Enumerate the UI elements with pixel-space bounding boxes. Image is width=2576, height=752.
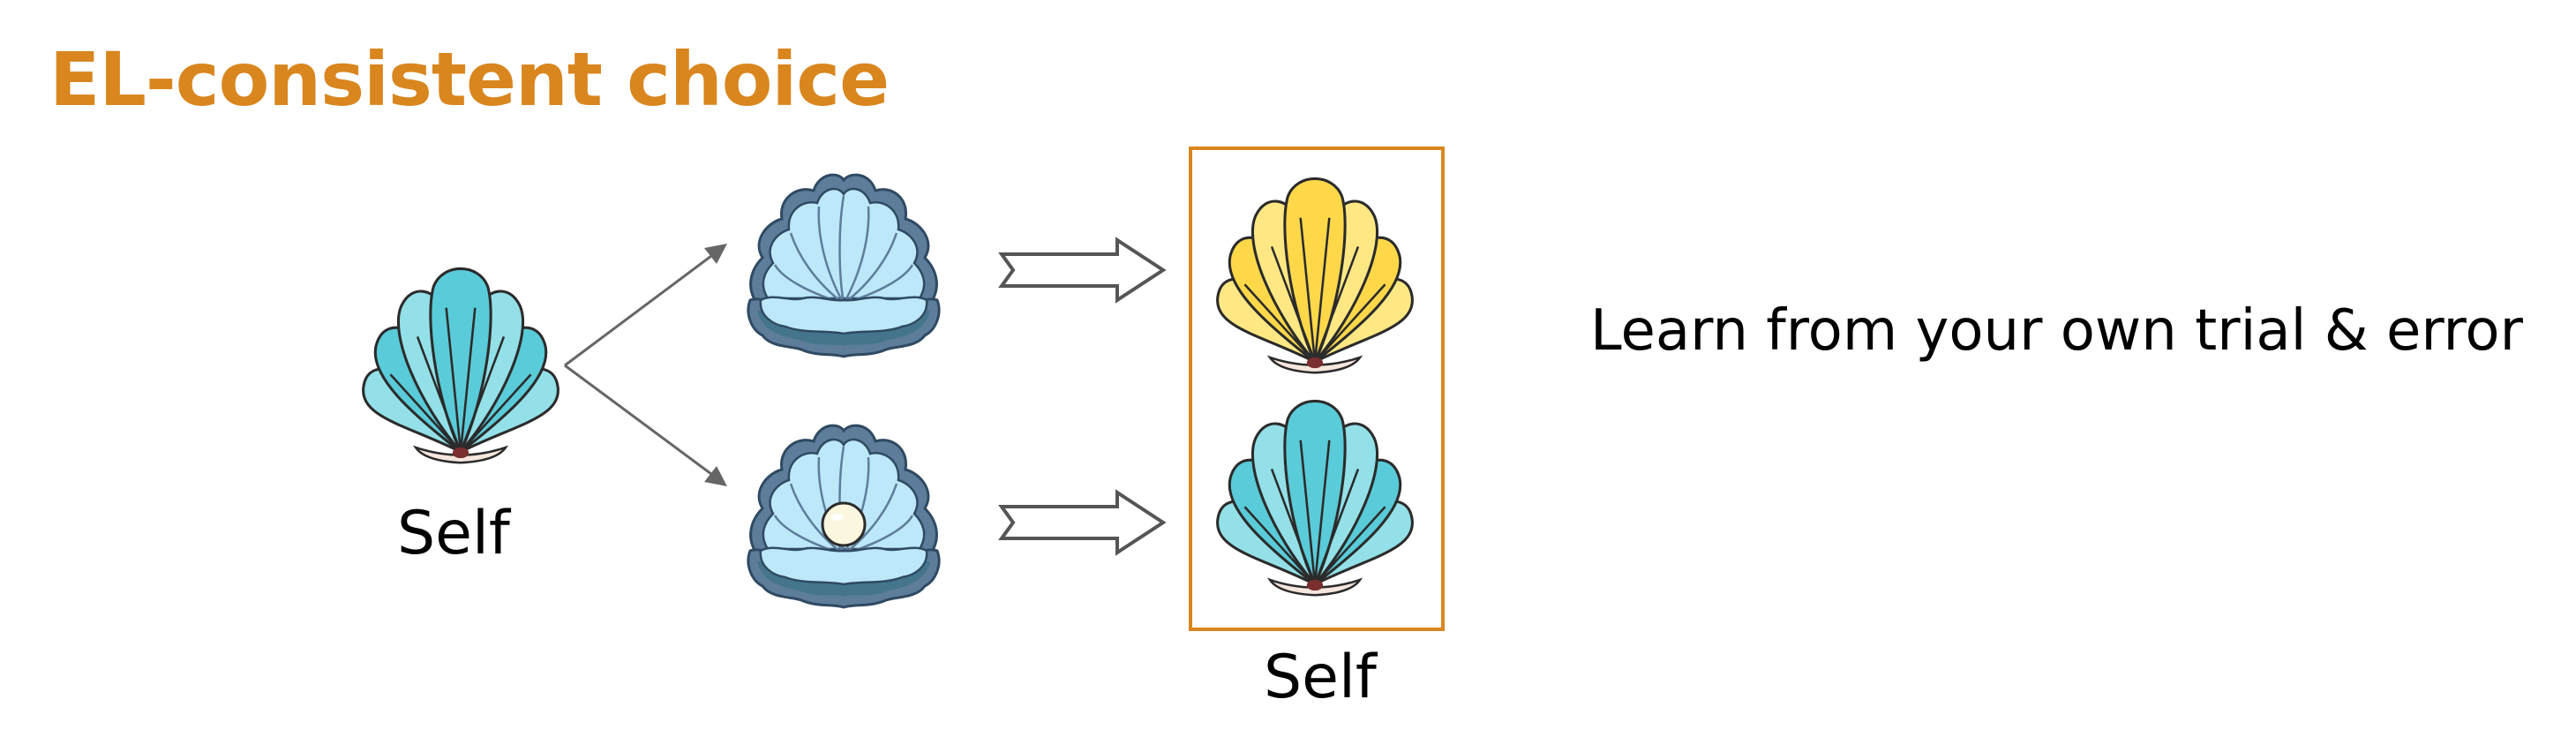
pearl-icon <box>821 501 867 547</box>
right-self-label: Self <box>1264 643 1377 712</box>
arrow-up <box>564 252 716 367</box>
branch-arrows <box>564 244 727 486</box>
tagline: Learn from your own trial & error <box>1590 298 2523 364</box>
open-clam-empty-icon <box>747 173 941 358</box>
arrow-down <box>564 364 716 478</box>
arrowhead-up <box>704 244 727 264</box>
double-arrow-bottom <box>998 489 1167 556</box>
arrowhead-down <box>704 466 727 486</box>
yellow-scallop-shell-icon <box>1216 177 1414 374</box>
outcome-box <box>1189 147 1445 631</box>
teal-scallop-shell-icon <box>362 267 560 464</box>
double-arrow-top <box>998 237 1167 304</box>
page-title: EL-consistent choice <box>49 36 890 123</box>
open-clam-pearl-icon <box>747 424 941 609</box>
teal-scallop-shell-icon-outcome <box>1216 399 1414 597</box>
left-self-label: Self <box>397 499 510 568</box>
